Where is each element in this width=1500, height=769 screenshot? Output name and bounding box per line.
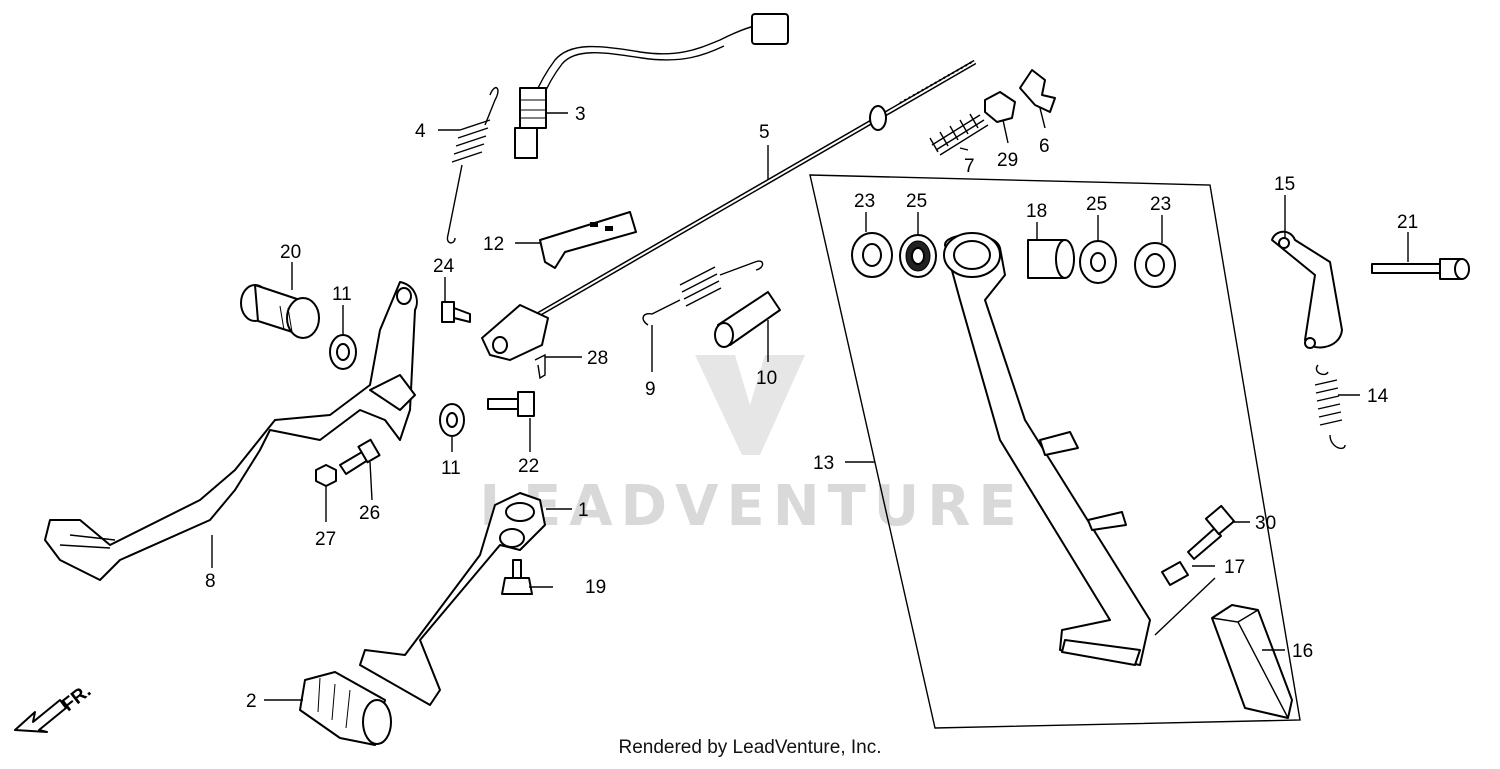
callout-24: 24: [433, 256, 455, 277]
leader-lines: [211, 107, 1409, 701]
callout-26: 26: [359, 503, 380, 524]
part-11-washer-a: [329, 334, 357, 370]
callout-3: 3: [575, 104, 586, 125]
front-arrow-icon: [14, 699, 67, 733]
part-6-wing-nut: [1019, 69, 1056, 113]
part-22-bolt: [487, 391, 535, 417]
callout-6: 6: [1039, 136, 1050, 157]
part-7-spring: [929, 113, 989, 156]
front-direction-indicator: FR.: [14, 681, 95, 733]
part-29-joint: [984, 91, 1016, 123]
callout-25-a: 25: [906, 191, 927, 212]
part-11-washer-b: [439, 403, 465, 437]
part-1-shift-pedal: [359, 492, 546, 706]
watermark-text: LEADVENTURE: [479, 474, 1024, 539]
callout-10: 10: [756, 368, 777, 389]
part-17-collar: [1161, 561, 1189, 586]
callout-29: 29: [997, 150, 1018, 171]
callout-labels: 19 1 2 3 4 5 6 7 8 9 10 11 11 12 13 14 1…: [205, 104, 1418, 712]
part-28-cotter-pin: [534, 353, 546, 380]
part-20-pivot: [240, 284, 320, 339]
part-25-bearing-a: [899, 234, 937, 278]
callout-16: 16: [1292, 641, 1313, 662]
part-2-pedal-rubber: [299, 671, 392, 746]
part-27-nut: [315, 464, 337, 487]
part-5-brake-rod: [518, 59, 977, 328]
callout-5: 5: [759, 122, 770, 143]
part-13-side-stand: [943, 232, 1151, 666]
callout-7: 7: [964, 156, 975, 177]
part-10-collar: [714, 291, 781, 348]
part-23-washer-b: [1134, 242, 1176, 288]
callout-4: 4: [415, 121, 426, 142]
rod-joint: [481, 304, 549, 361]
callout-18: 18: [1026, 201, 1047, 222]
callout-8: 8: [205, 571, 216, 592]
callout-11-b: 11: [441, 458, 461, 479]
callout-25-b: 25: [1086, 194, 1107, 215]
part-4-spring: [446, 87, 499, 244]
part-12-bracket: [539, 211, 637, 269]
callout-17: 17: [1224, 557, 1245, 578]
callout-11-a: 11: [332, 284, 352, 305]
callout-9: 9: [645, 379, 656, 400]
part-9-spring: [642, 260, 764, 326]
part-25-bearing-b: [1079, 240, 1117, 284]
part-19-bolt: [501, 559, 533, 595]
callout-2: 2: [246, 691, 257, 712]
part-14-spring: [1314, 364, 1346, 450]
callout-21: 21: [1397, 212, 1418, 233]
callout-19: 19: [585, 577, 606, 598]
callout-12: 12: [483, 234, 504, 255]
callout-27: 27: [315, 529, 336, 550]
part-15-bracket: [1271, 230, 1343, 349]
part-24-bolt: [441, 301, 471, 323]
callout-22: 22: [518, 456, 539, 477]
part-18-collar: [1027, 239, 1075, 279]
part-8-brake-pedal: [44, 281, 418, 581]
callout-15: 15: [1274, 174, 1295, 195]
part-3-switch: [514, 13, 789, 159]
part-21-bolt: [1371, 258, 1470, 280]
callout-30: 30: [1255, 513, 1276, 534]
callout-23-b: 23: [1150, 194, 1171, 215]
callout-13: 13: [813, 453, 834, 474]
part-23-washer-a: [851, 232, 893, 278]
callout-23-a: 23: [854, 191, 875, 212]
callout-14: 14: [1367, 386, 1389, 407]
part-16-stand-rubber: [1211, 604, 1293, 719]
callout-20: 20: [280, 242, 301, 263]
part-26-bolt: [339, 438, 381, 475]
subassembly-frame: [809, 174, 1301, 729]
part-30-bolt: [1187, 504, 1236, 560]
callout-28: 28: [587, 348, 608, 369]
callout-1: 1: [578, 500, 589, 521]
footer-credit: Rendered by LeadVenture, Inc.: [618, 737, 882, 758]
watermark: LEADVENTURE: [479, 355, 1024, 539]
